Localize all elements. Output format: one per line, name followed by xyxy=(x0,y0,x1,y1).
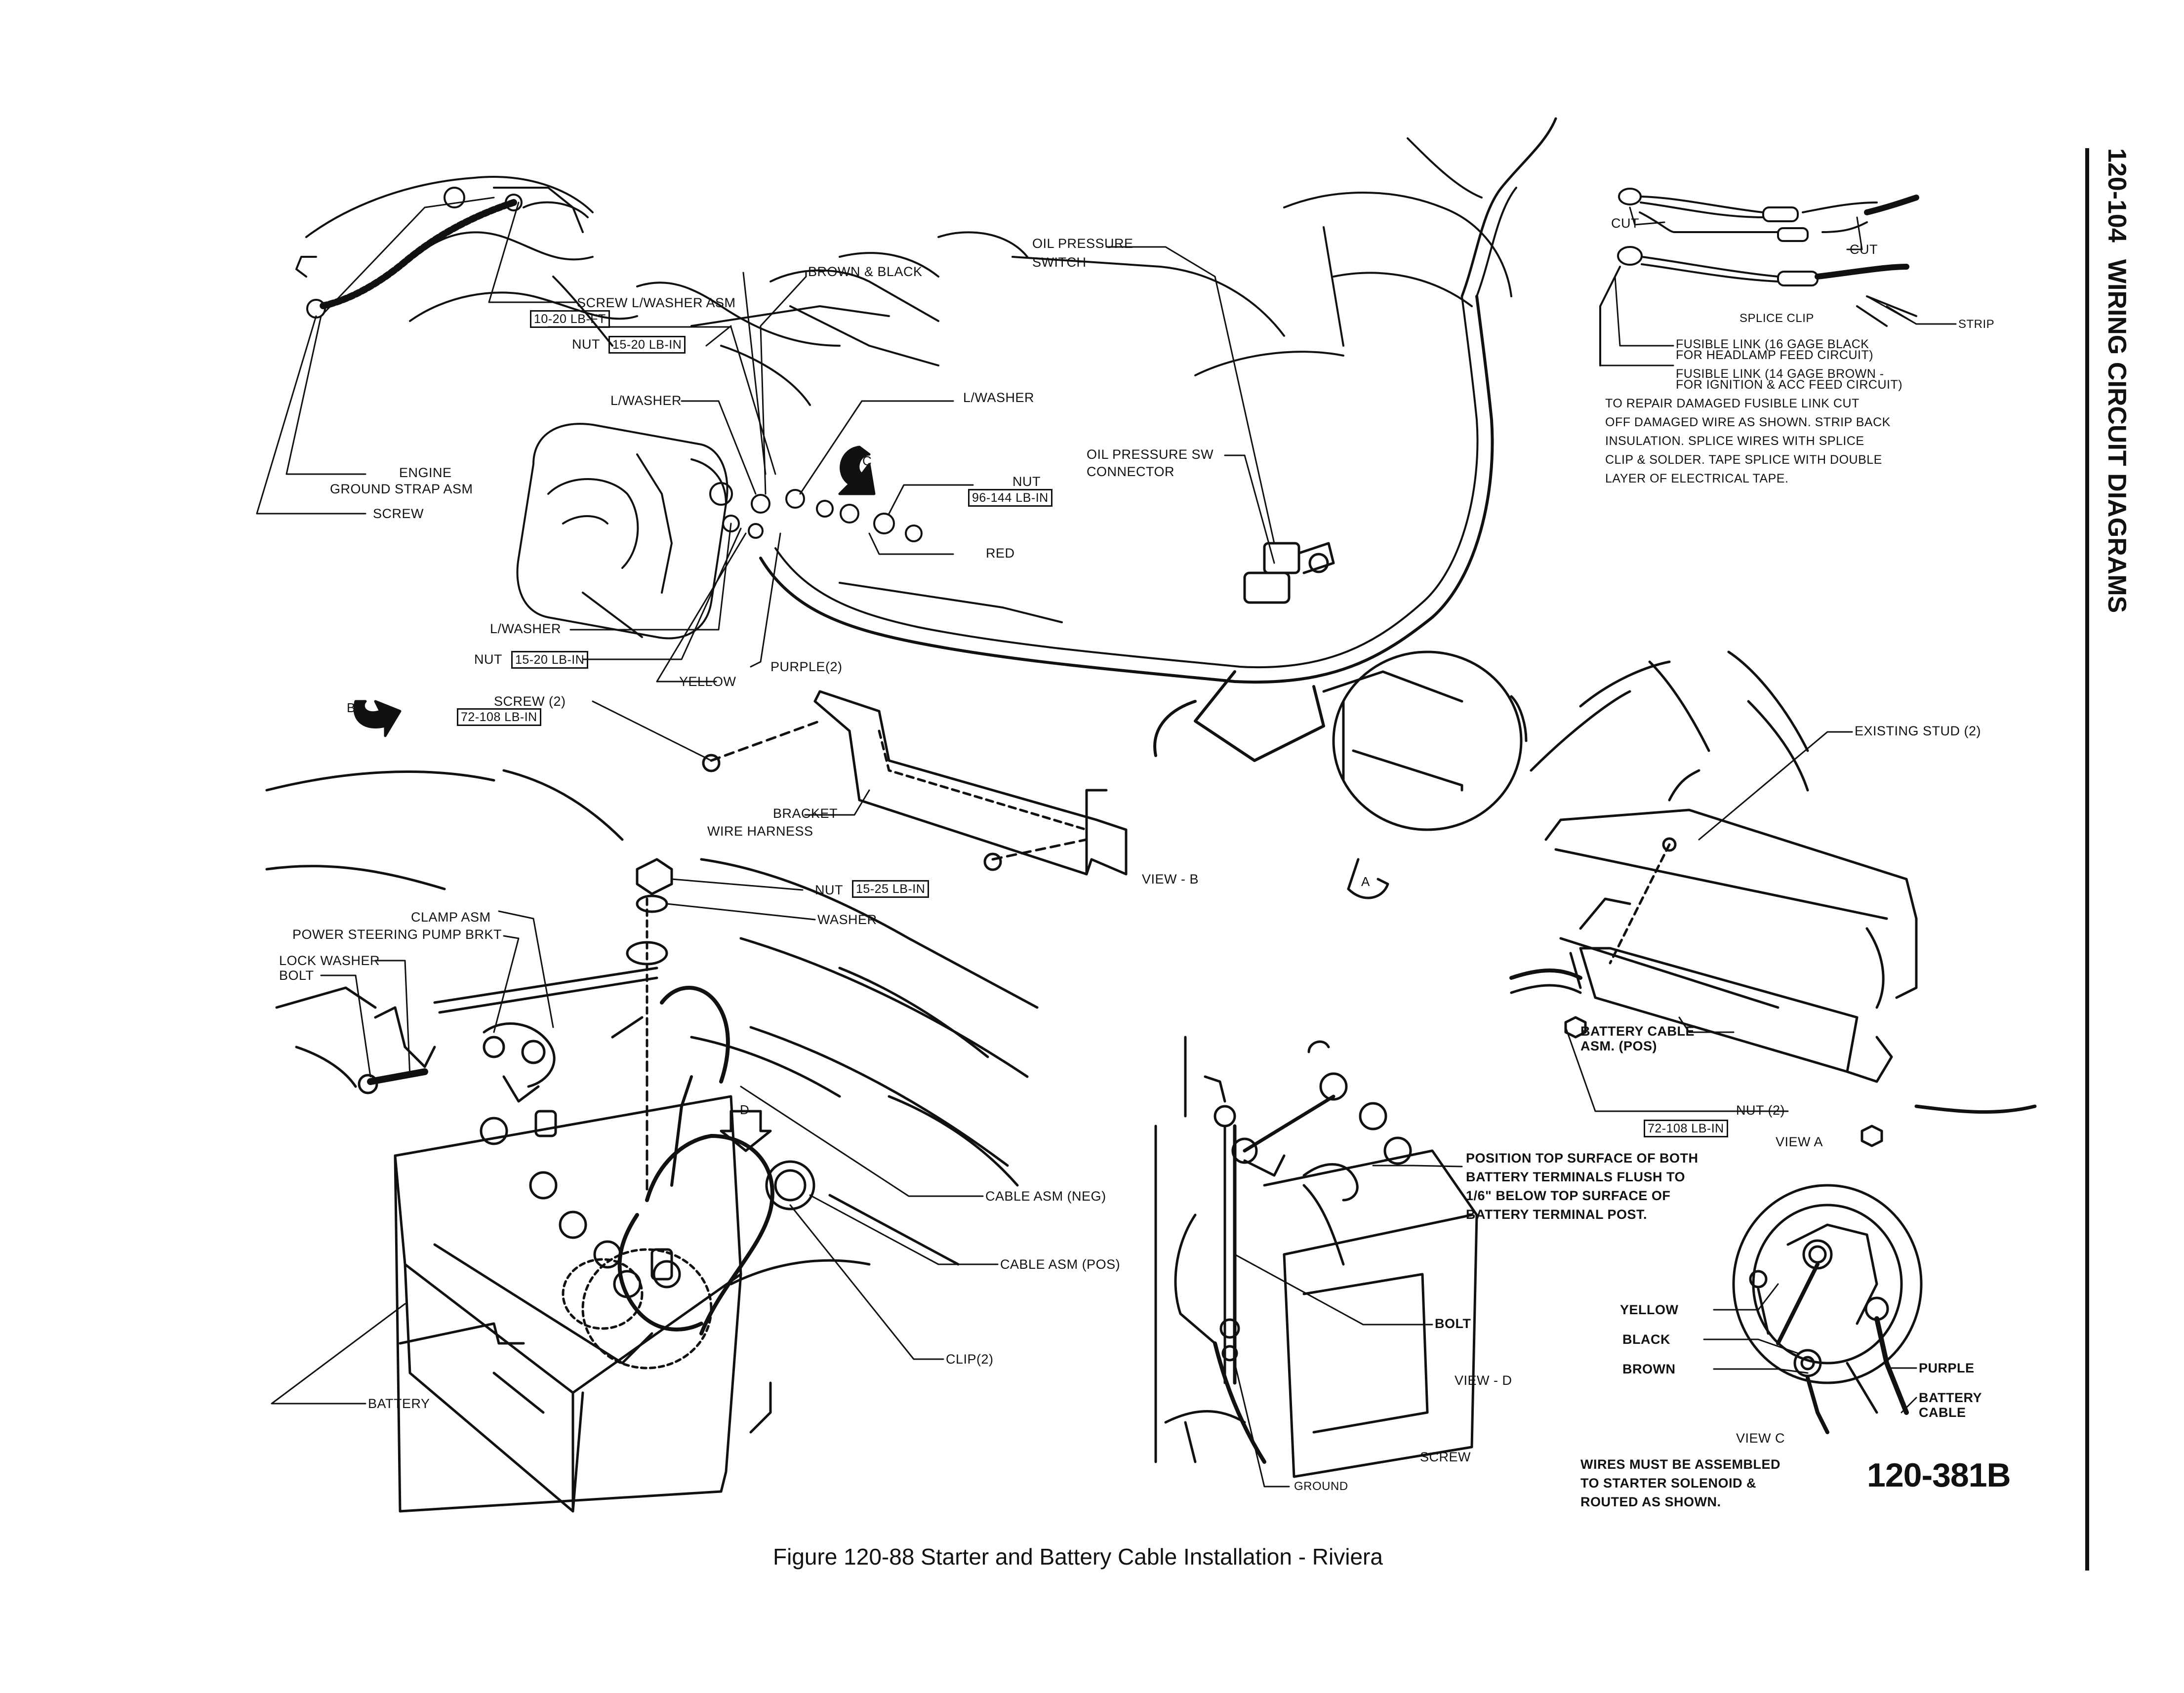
torque-15-20-lbin-b: 15-20 LB-IN xyxy=(511,651,589,669)
figure-number: 120-381B xyxy=(1867,1456,2011,1494)
battery-area-drawing xyxy=(265,769,1039,1513)
repair-note-line1: TO REPAIR DAMAGED FUSIBLE LINK CUT xyxy=(1605,397,1860,410)
label-screw-lwasher-asm: SCREW L/WASHER ASM xyxy=(577,295,736,310)
label-brown-black: BROWN & BLACK xyxy=(808,264,923,279)
label-battery-cable-c-2: CABLE xyxy=(1919,1405,1966,1420)
label-wire-harness: WIRE HARNESS xyxy=(707,824,813,839)
label-battery: BATTERY xyxy=(368,1396,430,1411)
label-fusible-link-14-line2: FOR IGNITION & ACC FEED CIRCUIT) xyxy=(1676,378,1903,392)
label-nut-top: NUT xyxy=(572,337,600,352)
bracket-drawing xyxy=(702,690,1128,876)
repair-note-line4: CLIP & SOLDER. TAPE SPLICE WITH DOUBLE xyxy=(1605,453,1882,467)
label-connector: CONNECTOR xyxy=(1087,464,1175,479)
label-c-purple: PURPLE xyxy=(1919,1361,1975,1375)
label-battery-cable-c-1: BATTERY xyxy=(1919,1390,1982,1405)
label-view-d: VIEW - D xyxy=(1455,1373,1512,1388)
section-title: WIRING CIRCUIT DIAGRAMS xyxy=(2103,259,2131,613)
label-power-steering-pump-brkt: POWER STEERING PUMP BRKT xyxy=(292,927,502,942)
label-ground-strap-asm: GROUND STRAP ASM xyxy=(330,482,473,496)
position-note-line4: BATTERY TERMINAL POST. xyxy=(1466,1207,1648,1222)
view-arrow-glyphs xyxy=(353,445,1389,1152)
label-c-brown: BROWN xyxy=(1622,1362,1676,1376)
arrow-a-letter: A xyxy=(1361,874,1370,889)
wires-note-line2: TO STARTER SOLENOID & xyxy=(1580,1476,1757,1491)
label-view-b: VIEW - B xyxy=(1142,872,1199,887)
label-bolt-left: BOLT xyxy=(279,968,314,983)
torque-72-108-lbin-b: 72-108 LB-IN xyxy=(1644,1120,1728,1137)
label-red: RED xyxy=(986,546,1015,561)
torque-72-108-lbin-a: 72-108 LB-IN xyxy=(457,708,541,726)
label-strip: STRIP xyxy=(1958,318,1995,331)
label-lock-washer: LOCK WASHER xyxy=(279,953,380,968)
label-yellow: YELLOW xyxy=(679,674,736,689)
label-screw-d: SCREW xyxy=(1420,1450,1471,1464)
label-oil-pressure-switch-2: SWITCH xyxy=(1032,255,1087,270)
arrow-c-letter: C xyxy=(862,453,872,468)
label-bolt-d: BOLT xyxy=(1435,1316,1471,1331)
label-nut-bracket: NUT xyxy=(815,883,843,897)
figure-caption: Figure 120-88 Starter and Battery Cable … xyxy=(773,1544,1383,1570)
label-clamp-asm: CLAMP ASM xyxy=(411,910,491,925)
engine-block-drawing xyxy=(295,137,1512,640)
repair-note-line5: LAYER OF ELECTRICAL TAPE. xyxy=(1605,472,1789,485)
label-fusible-link-14-line1: FUSIBLE LINK (14 GAGE BROWN - xyxy=(1676,367,1884,381)
side-rule xyxy=(2085,148,2089,1571)
label-battery-cable-1: BATTERY CABLE xyxy=(1580,1024,1695,1039)
label-view-a: VIEW A xyxy=(1776,1134,1823,1149)
label-splice-clip: SPLICE CLIP xyxy=(1739,312,1814,325)
fusible-link-drawing xyxy=(1599,188,1919,366)
label-clip-2: CLIP(2) xyxy=(946,1352,994,1367)
repair-note-line2: OFF DAMAGED WIRE AS SHOWN. STRIP BACK xyxy=(1605,415,1891,429)
label-lwasher-3: L/WASHER xyxy=(490,621,562,636)
view-c-drawing xyxy=(1732,1184,1923,1434)
label-lwasher-1: L/WASHER xyxy=(610,393,682,408)
label-engine: ENGINE xyxy=(399,465,452,480)
label-view-c: VIEW C xyxy=(1736,1431,1785,1446)
repair-note-line3: INSULATION. SPLICE WIRES WITH SPLICE xyxy=(1605,434,1864,448)
label-bracket: BRACKET xyxy=(773,806,838,821)
oil-pressure-switch-drawing xyxy=(1243,542,1335,604)
arrow-b-letter: B xyxy=(347,700,356,715)
side-header-text: 120-104WIRING CIRCUIT DIAGRAMS xyxy=(2102,148,2132,630)
label-battery-cable-2: ASM. (POS) xyxy=(1580,1039,1658,1053)
arrow-d-letter: D xyxy=(740,1102,750,1117)
oil-filter-drawing xyxy=(1322,650,1528,831)
view-a-drawing xyxy=(1509,650,2037,1147)
label-oil-pressure-sw: OIL PRESSURE SW xyxy=(1087,447,1214,462)
label-washer: WASHER xyxy=(817,912,877,927)
leader-lines xyxy=(256,197,1957,1488)
label-c-yellow: YELLOW xyxy=(1620,1302,1679,1317)
label-cut-2: CUT xyxy=(1850,242,1878,257)
label-nut-lower: NUT xyxy=(474,652,502,667)
label-nut-right: NUT xyxy=(1012,474,1041,489)
label-c-black: BLACK xyxy=(1622,1332,1670,1347)
wiring-harness-drawing xyxy=(759,117,1557,762)
label-existing-stud: EXISTING STUD (2) xyxy=(1855,724,1982,738)
label-lwasher-2: L/WASHER xyxy=(963,390,1035,405)
position-note-line3: 1/6" BELOW TOP SURFACE OF xyxy=(1466,1188,1671,1203)
view-d-drawing xyxy=(1154,1036,1478,1478)
label-oil-pressure-switch-1: OIL PRESSURE xyxy=(1032,236,1133,251)
torque-15-20-lbin-a: 15-20 LB-IN xyxy=(608,336,686,354)
label-screw-2: SCREW (2) xyxy=(494,694,566,709)
position-note-line2: BATTERY TERMINALS FLUSH TO xyxy=(1466,1169,1685,1184)
wires-note-line3: ROUTED AS SHOWN. xyxy=(1580,1494,1721,1509)
label-purple-2: PURPLE(2) xyxy=(770,659,843,674)
side-header: 120-104WIRING CIRCUIT DIAGRAMS xyxy=(2103,148,2132,613)
torque-15-25-lbin: 15-25 LB-IN xyxy=(852,880,930,898)
label-fusible-link-16-line1: FUSIBLE LINK (16 GAGE BLACK xyxy=(1676,337,1869,351)
label-ground: GROUND xyxy=(1294,1480,1348,1493)
label-cable-asm-neg: CABLE ASM (NEG) xyxy=(985,1189,1106,1204)
label-fusible-link-16-line2: FOR HEADLAMP FEED CIRCUIT) xyxy=(1676,348,1874,362)
torque-96-144-lbin: 96-144 LB-IN xyxy=(968,489,1052,507)
label-cut-1: CUT xyxy=(1611,216,1639,231)
page-number: 120-104 xyxy=(2103,148,2131,242)
position-note-line1: POSITION TOP SURFACE OF BOTH xyxy=(1466,1151,1699,1166)
label-nut-2: NUT (2) xyxy=(1736,1103,1785,1118)
wires-note-line1: WIRES MUST BE ASSEMBLED xyxy=(1580,1457,1781,1472)
torque-10-20-lbft: 10-20 LB-FT xyxy=(530,310,610,328)
label-cable-asm-pos: CABLE ASM (POS) xyxy=(1000,1257,1121,1272)
label-screw-left: SCREW xyxy=(373,506,424,521)
